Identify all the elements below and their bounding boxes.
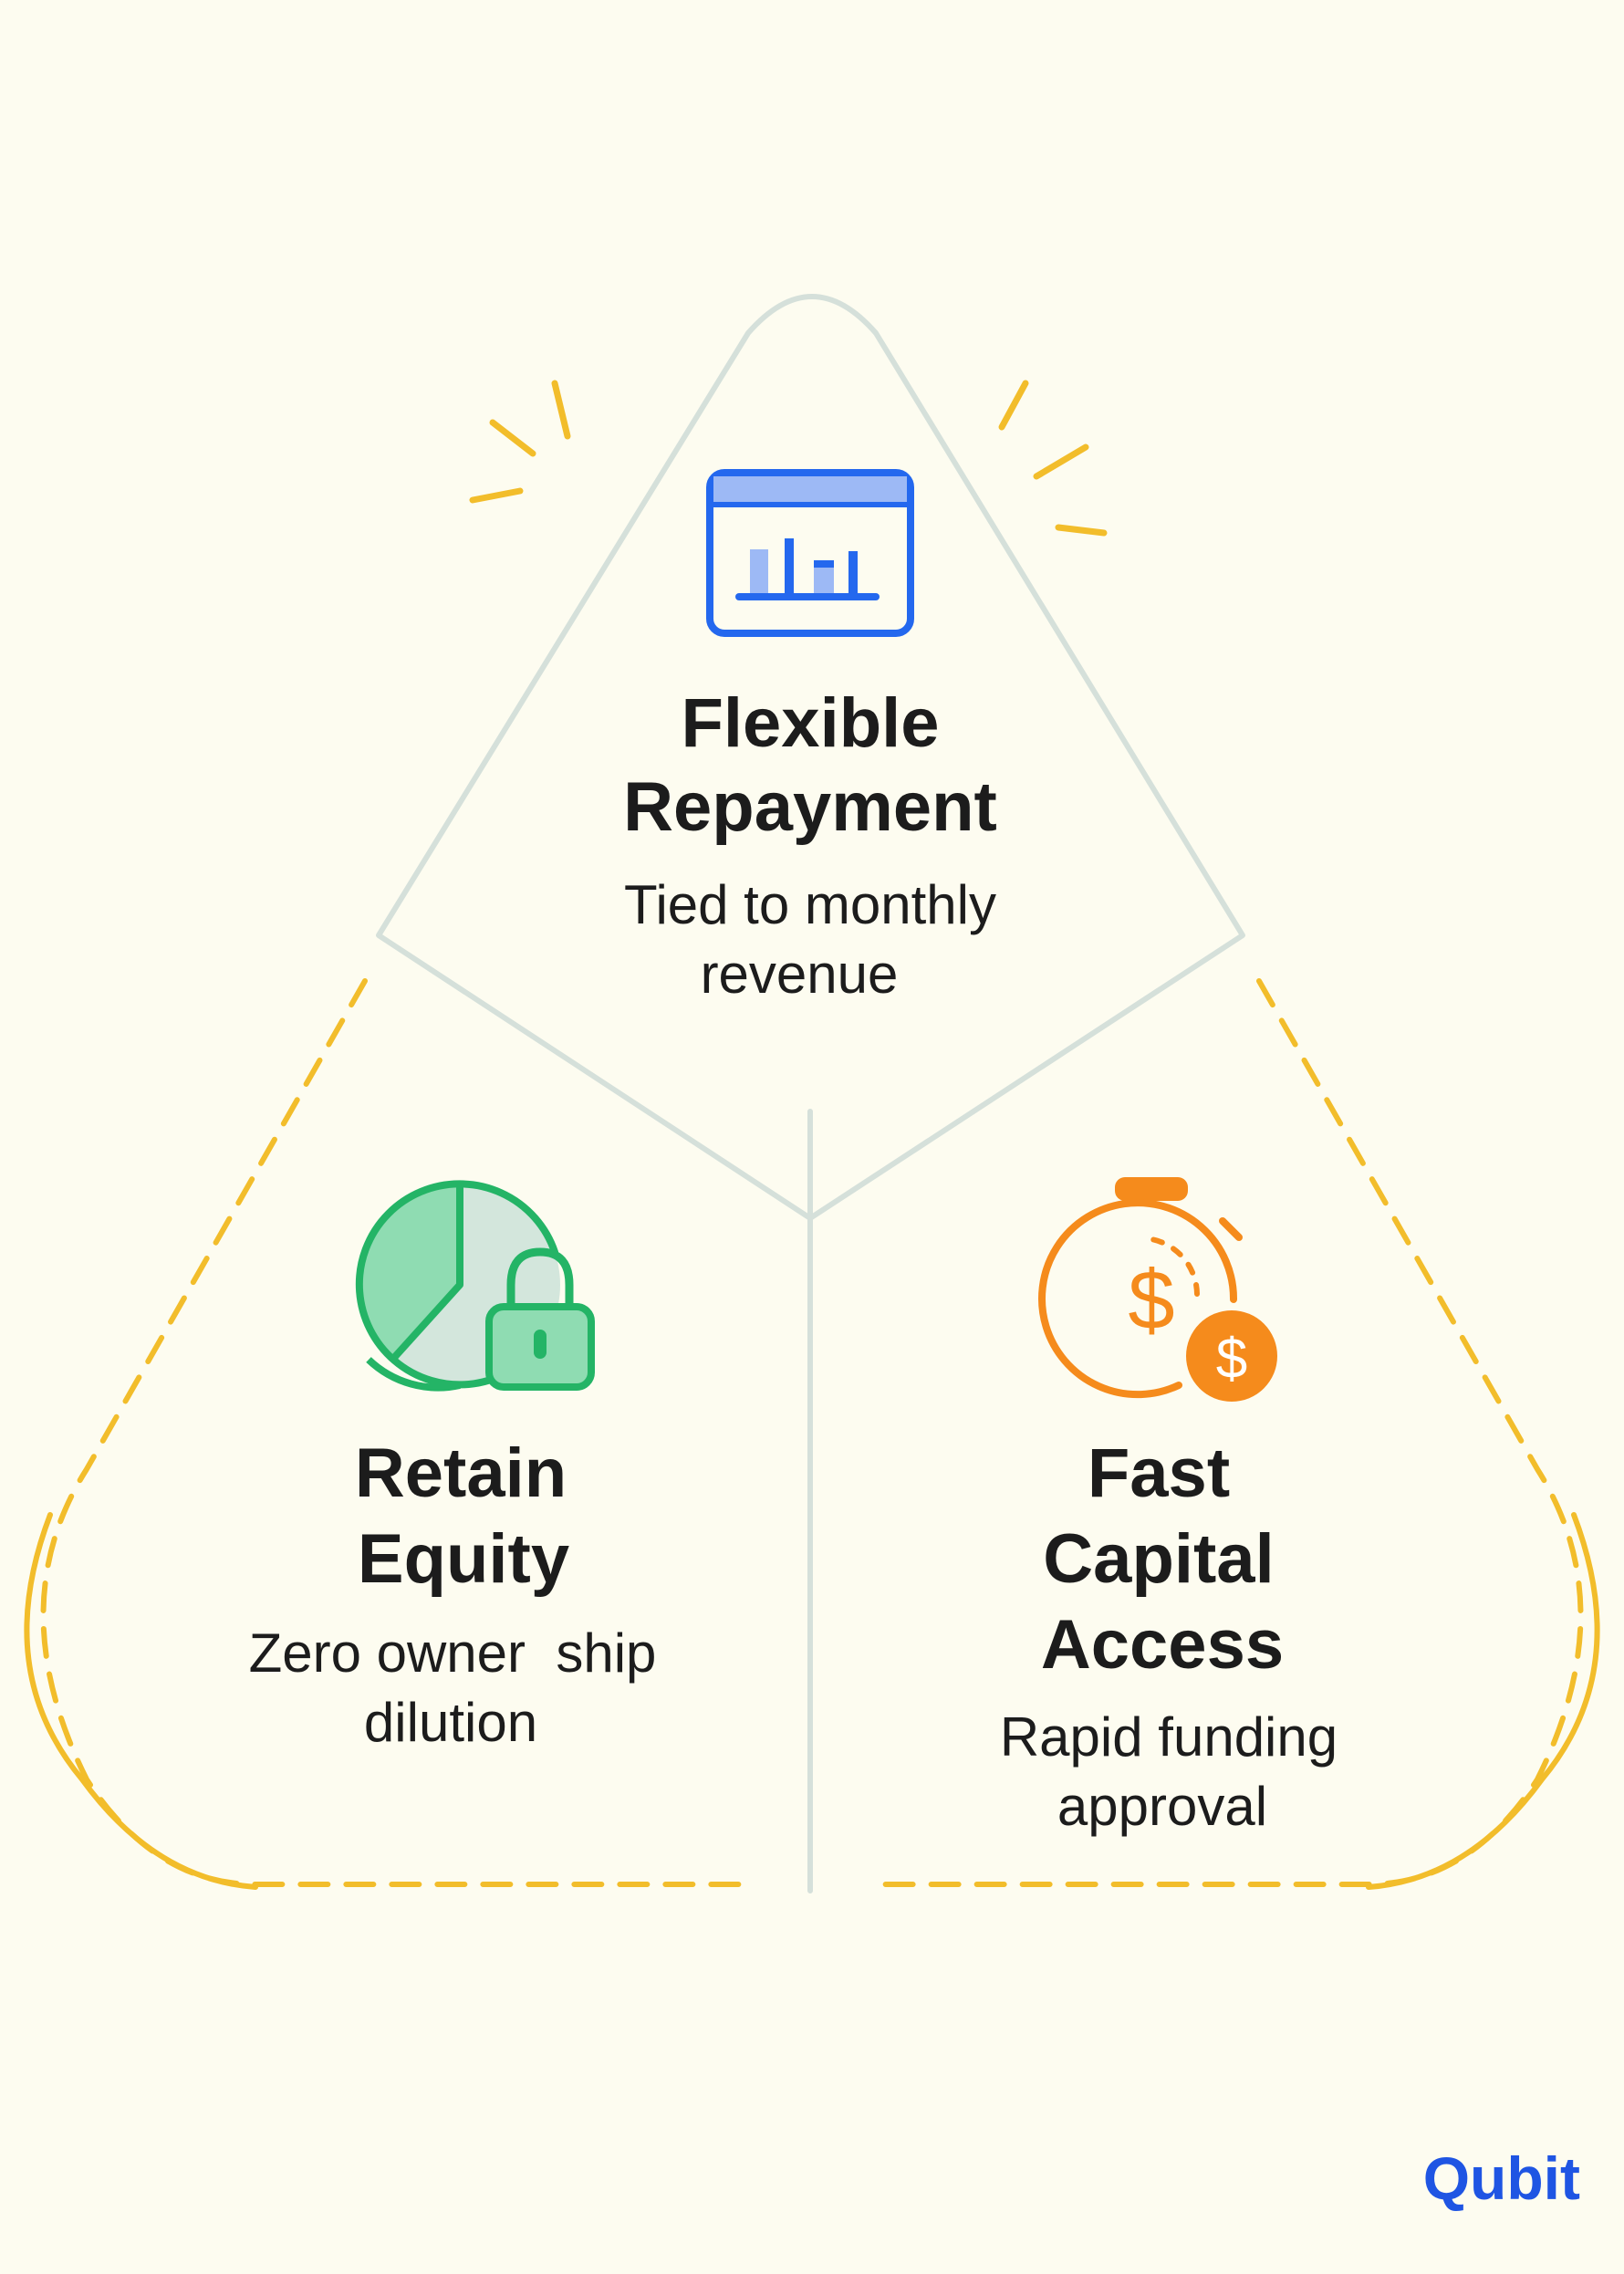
right-desc-line2: approval bbox=[1057, 1776, 1267, 1837]
stopwatch-dollar-icon: $ $ bbox=[1038, 1177, 1277, 1402]
top-title-line1: Flexible bbox=[682, 684, 940, 762]
top-desc-line2: revenue bbox=[701, 944, 899, 1005]
left-title-line1: Retain bbox=[355, 1434, 567, 1512]
qubit-logo: Qubit bbox=[1423, 2144, 1580, 2212]
left-corner-curve bbox=[24, 1512, 258, 1890]
top-desc-line1: Tied to monthly bbox=[624, 874, 996, 935]
left-title-line2: Equity bbox=[358, 1520, 569, 1598]
right-title-line3: Access bbox=[1041, 1606, 1284, 1684]
right-desc-line1: Rapid funding bbox=[1000, 1706, 1338, 1768]
left-dashed-outline bbox=[40, 978, 746, 1887]
top-triangle-outline bbox=[376, 294, 1245, 1221]
svg-text:$: $ bbox=[1128, 1254, 1174, 1347]
right-corner-curve bbox=[1366, 1512, 1600, 1890]
left-desc-line1: Zero owner ship bbox=[249, 1622, 657, 1684]
bar-chart-window-icon bbox=[706, 469, 914, 637]
right-sparkle-rays bbox=[998, 380, 1108, 537]
left-sparkle-rays bbox=[469, 380, 571, 504]
top-title-line2: Repayment bbox=[623, 768, 997, 846]
pie-chart-lock-icon bbox=[355, 1180, 595, 1392]
right-title-line1: Fast bbox=[1088, 1434, 1230, 1512]
left-desc-line2: dilution bbox=[364, 1692, 537, 1753]
svg-text:$: $ bbox=[1216, 1328, 1247, 1391]
right-dashed-outline bbox=[878, 978, 1584, 1887]
right-title-line2: Capital bbox=[1043, 1520, 1274, 1598]
